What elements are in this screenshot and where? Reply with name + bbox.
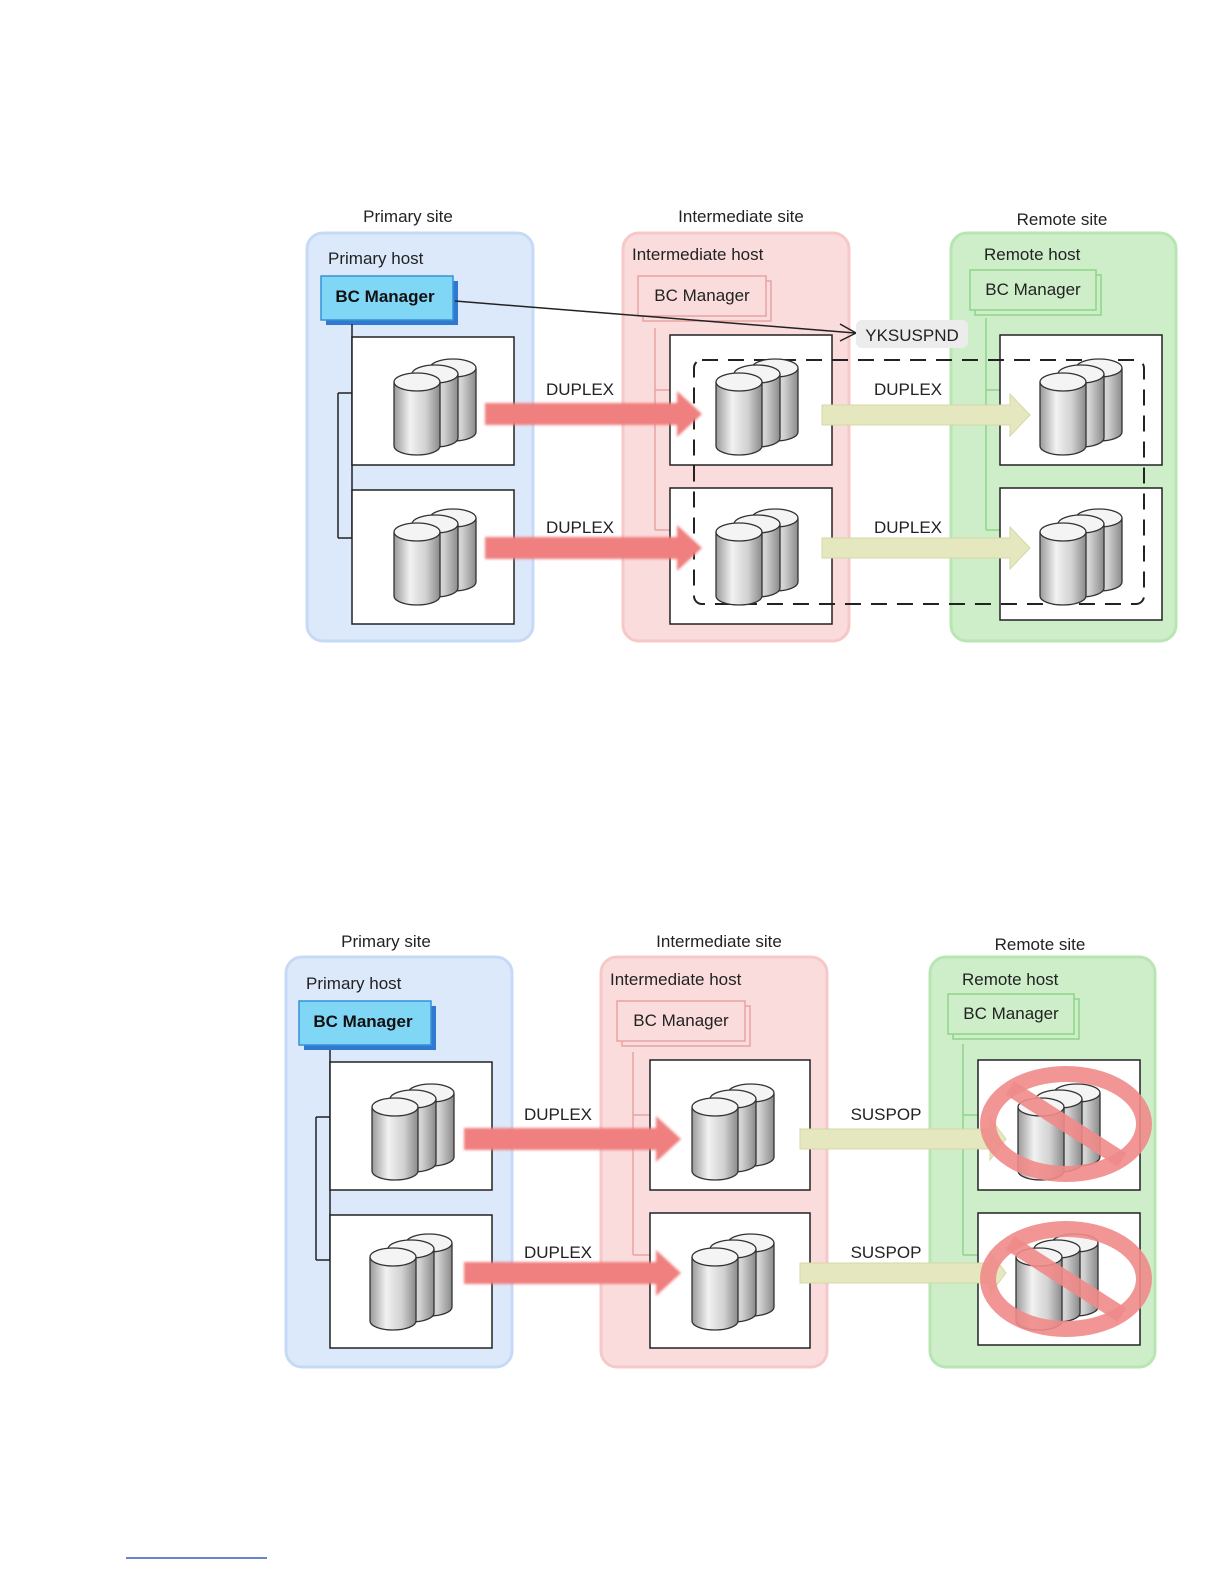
remote-site-title: Remote site <box>1017 210 1108 229</box>
volume-stack-icon <box>371 1083 455 1181</box>
consistency-group-dashed <box>693 359 1145 605</box>
pair-status-label: DUPLEX <box>524 1243 592 1262</box>
volume-stacks <box>369 358 1123 1331</box>
intermediate-site-title: Intermediate site <box>678 207 804 226</box>
bc-manager-remote-label: BC Manager <box>985 280 1081 299</box>
bc-manager-primary: BC Manager <box>320 275 458 325</box>
disk-cylinder <box>715 372 763 456</box>
intermediate-host-title: Intermediate host <box>632 245 764 264</box>
bc-manager-intermediate: BC Manager <box>637 275 772 322</box>
volume-stack-icon <box>393 358 477 456</box>
volume-stack-icon <box>369 1233 453 1331</box>
disk-cylinder <box>1039 522 1087 606</box>
volume-stack-icon <box>715 508 799 606</box>
bc-manager-intermediate-label: BC Manager <box>654 286 750 305</box>
pair-status-label: DUPLEX <box>874 518 942 537</box>
remote-site-title: Remote site <box>995 935 1086 954</box>
pair-status-label: DUPLEX <box>546 518 614 537</box>
volume-stack-icon <box>1039 508 1123 606</box>
primary-site-title: Primary site <box>363 207 453 226</box>
replication-arrow-duplex-remote <box>821 392 1031 438</box>
primary-site-title: Primary site <box>341 932 431 951</box>
pair-status-label: DUPLEX <box>524 1105 592 1124</box>
intermediate-host-title: Intermediate host <box>610 970 742 989</box>
command-label: YKSUSPND <box>865 326 959 345</box>
replication-arrow-duplex <box>485 391 702 437</box>
disk-cylinder <box>691 1247 739 1331</box>
disk-cylinder <box>1039 372 1087 456</box>
replication-arrow-duplex <box>464 1116 681 1162</box>
intermediate-host-connector <box>654 328 670 531</box>
no-entry-sign <box>980 1221 1152 1337</box>
disk-cylinder <box>371 1097 419 1181</box>
pair-status-label: DUPLEX <box>546 380 614 399</box>
intermediate-site-title: Intermediate site <box>656 932 782 951</box>
command-label-box <box>856 320 968 348</box>
intermediate-host-connector <box>632 1052 650 1256</box>
replication-arrow-duplex-remote <box>821 525 1031 571</box>
bc-manager-intermediate: BC Manager <box>616 1000 751 1047</box>
disk-cylinder <box>393 522 441 606</box>
no-entry-sign <box>980 1066 1152 1182</box>
pair-status-label: SUSPOP <box>851 1105 922 1124</box>
disk-cylinder <box>369 1247 417 1331</box>
disk-cylinder <box>715 522 763 606</box>
replication-arrow-duplex <box>464 1250 681 1296</box>
remote-host-title: Remote host <box>984 245 1081 264</box>
volume-stack-icon <box>691 1233 775 1331</box>
volume-stack-icon <box>393 508 477 606</box>
bc-manager-remote-label: BC Manager <box>963 1004 1059 1023</box>
disk-cylinder <box>691 1097 739 1181</box>
disk-cylinder <box>393 372 441 456</box>
primary-host-title: Primary host <box>328 249 424 268</box>
bc-manager-remote: BC Manager <box>947 993 1080 1040</box>
pair-status-label: DUPLEX <box>874 380 942 399</box>
replication-arrow-duplex <box>485 525 702 571</box>
bc-manager-primary-label: BC Manager <box>313 1012 413 1031</box>
bc-manager-intermediate-label: BC Manager <box>633 1011 729 1030</box>
volume-stack-icon <box>715 358 799 456</box>
volume-stack-icon <box>691 1083 775 1181</box>
primary-host-title: Primary host <box>306 974 402 993</box>
volume-stack-icon <box>1039 358 1123 456</box>
remote-host-title: Remote host <box>962 970 1059 989</box>
pair-status-label: SUSPOP <box>851 1243 922 1262</box>
bc-manager-remote: BC Manager <box>969 269 1102 316</box>
command-line <box>454 300 856 334</box>
bc-manager-primary: BC Manager <box>298 1000 436 1050</box>
bc-manager-primary-label: BC Manager <box>335 287 435 306</box>
